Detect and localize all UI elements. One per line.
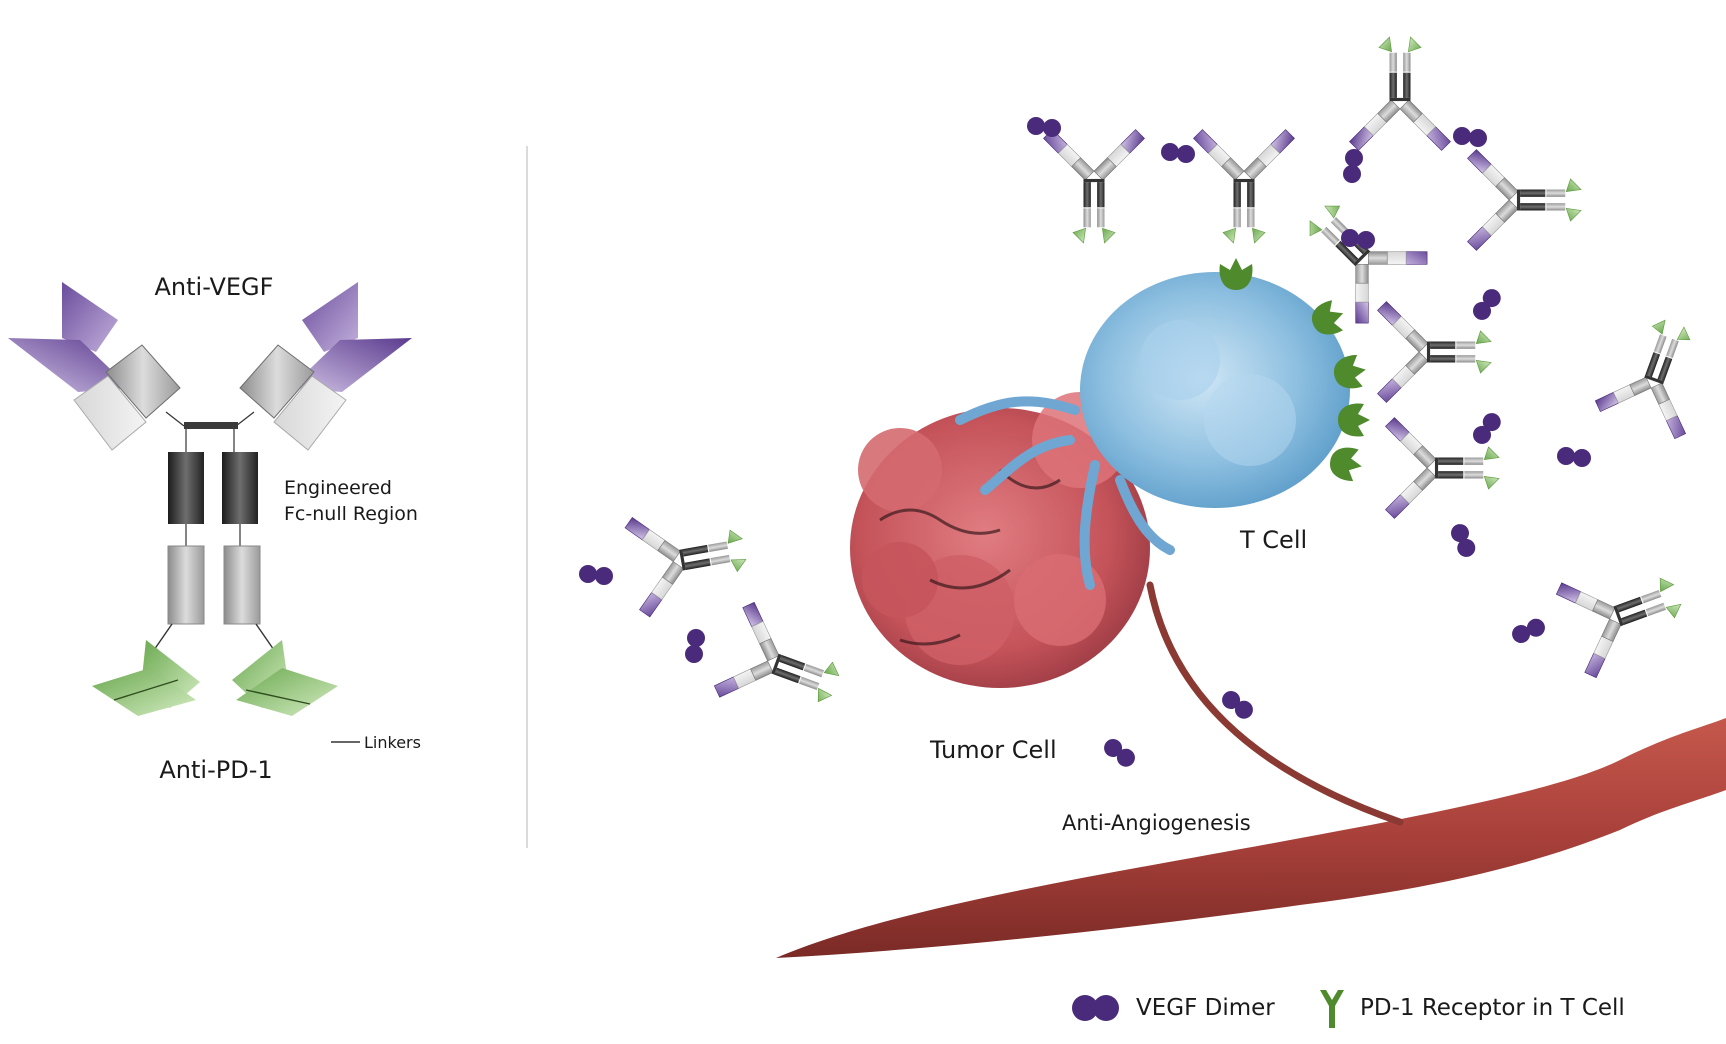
vessel-sprout	[1146, 581, 1404, 826]
linkers-label: Linkers	[364, 733, 421, 752]
vegf-dimer	[1445, 520, 1481, 561]
fc-domain-right	[222, 452, 258, 524]
fc-region-label-line1: Engineered	[284, 477, 392, 499]
bispecific-antibody	[1466, 148, 1582, 252]
right-arm	[239, 282, 412, 451]
vegf-dimer	[1469, 284, 1505, 325]
t-cell	[955, 272, 1350, 590]
anti-pd1-label: Anti-PD-1	[159, 756, 272, 784]
fc-domain-left	[168, 452, 204, 524]
angiogenesis-label: Anti-Angiogenesis	[1062, 811, 1251, 835]
vegf-dimer	[579, 565, 613, 585]
legend-pd1-receptor: PD-1 Receptor in T Cell	[1318, 988, 1625, 1028]
vegf-dimer-legend-label: VEGF Dimer	[1136, 995, 1275, 1021]
tumor-cell-label: Tumor Cell	[929, 736, 1057, 764]
pd1-receptor	[1327, 444, 1365, 483]
bispecific-antibody	[622, 498, 754, 620]
fc-region-label-line2: Fc-null Region	[284, 503, 418, 525]
bispecific-antibody	[1192, 128, 1296, 244]
bispecific-antibody	[1348, 36, 1452, 152]
bispecific-antibody	[1042, 128, 1146, 244]
pd1-receptor-icon	[1320, 990, 1344, 1028]
anti-vegf-label: Anti-VEGF	[155, 273, 274, 301]
vegf-dimer-icon	[1072, 995, 1119, 1021]
t-cell-label: T Cell	[1239, 526, 1307, 554]
vegf-dimer	[685, 629, 705, 663]
antibody-schematic: Anti-VEGF Engineered Fc-null Region Link…	[8, 273, 421, 784]
bispecific-antibody	[1591, 306, 1721, 443]
left-arm	[8, 282, 181, 451]
legend-vegf-dimer: VEGF Dimer	[1070, 988, 1275, 1028]
vegf-dimer	[1099, 735, 1140, 771]
vegf-dimer	[1557, 447, 1591, 467]
bispecific-antibody	[1376, 300, 1492, 404]
vegf-dimer	[1161, 143, 1195, 163]
vegf-dimer	[1508, 613, 1549, 649]
anti-pd1-domain-right	[232, 640, 338, 716]
vegf-dimer	[1469, 408, 1505, 449]
tumor-cell	[850, 392, 1150, 688]
pd1-receptor-legend-label: PD-1 Receptor in T Cell	[1360, 995, 1625, 1021]
vegf-dimer	[1453, 127, 1487, 147]
bispecific-antibody	[1552, 546, 1695, 682]
vegf-dimer	[1343, 149, 1363, 183]
anti-pd1-domain-left	[92, 640, 200, 716]
bispecific-antibody	[710, 598, 853, 734]
vegf-dimer	[1027, 117, 1061, 137]
blood-vessel	[776, 718, 1726, 958]
